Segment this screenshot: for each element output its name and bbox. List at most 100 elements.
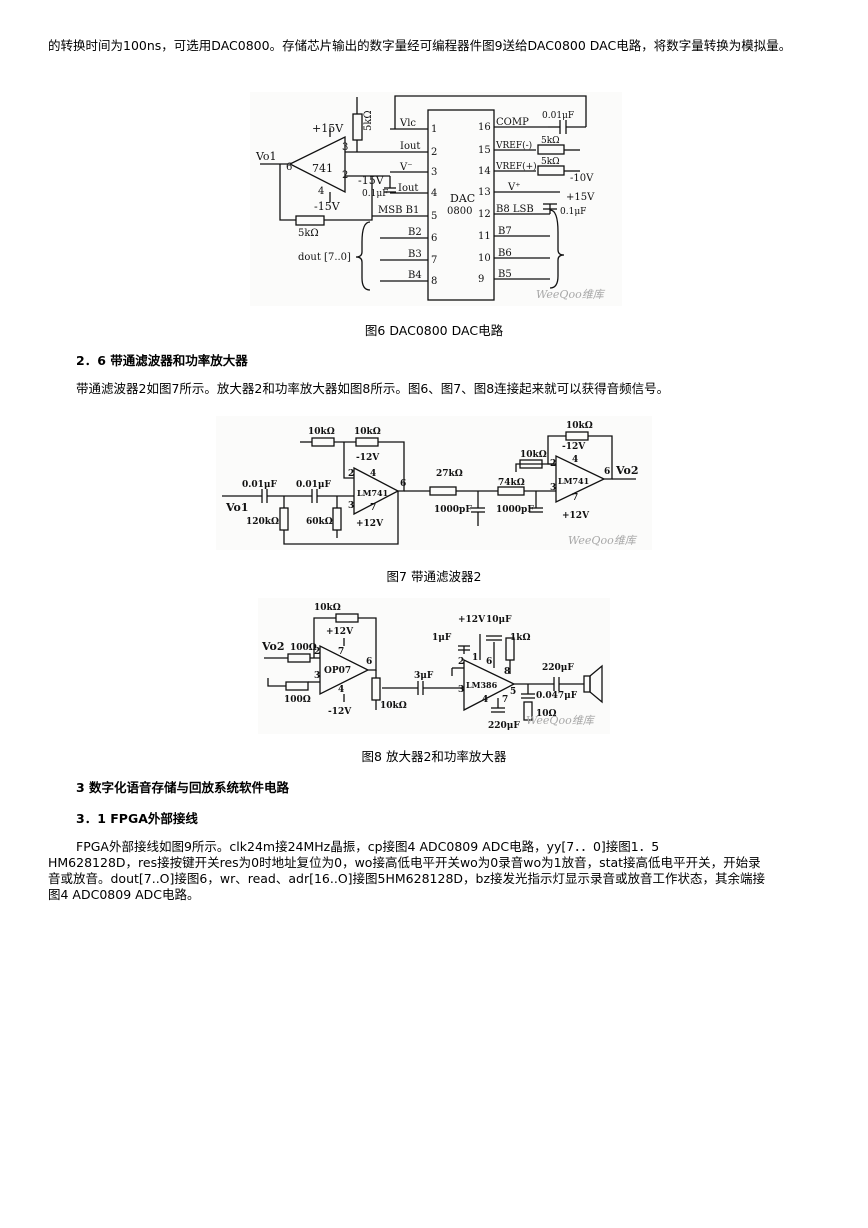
fig7-c1000-a: 1000pF bbox=[434, 505, 472, 515]
fig8-n6: 6 bbox=[366, 657, 372, 667]
fig7-r27k: 27kΩ bbox=[436, 469, 463, 479]
fig6-vplus: V⁺ bbox=[507, 182, 521, 193]
fig7-lm741-a: LM741 bbox=[357, 488, 388, 498]
fig8-n2: 2 bbox=[314, 647, 320, 657]
fig8-r10k-pot: 10kΩ bbox=[380, 701, 407, 711]
fig8-m8: 8 bbox=[504, 667, 510, 677]
fig7-r10k-a: 10kΩ bbox=[308, 427, 335, 437]
dac-right-pin-number: 11 bbox=[478, 231, 491, 242]
fig8-r1k: 1kΩ bbox=[510, 633, 531, 643]
fig7-p12v-a: +12V bbox=[356, 519, 384, 529]
fig8-c220u-a: 220μF bbox=[542, 663, 574, 673]
fig8-op07: OP07 bbox=[324, 666, 351, 676]
intro-paragraph: 的转换时间为100ns，可选用DAC0800。存储芯片输出的数字量经可编程器件图… bbox=[48, 38, 792, 53]
fig6-minus15v-mid: -15V bbox=[358, 174, 385, 187]
fig8-m2: 2 bbox=[458, 657, 464, 667]
fig7-n6b: 6 bbox=[604, 467, 610, 477]
dac-right-pin-number: 9 bbox=[478, 274, 484, 285]
fig8-r100-b: 100Ω bbox=[284, 695, 311, 705]
fig6-iout: Iout bbox=[400, 141, 420, 152]
fig8-r100-a: 100Ω bbox=[290, 643, 317, 653]
dac-left-pin-number: 2 bbox=[431, 147, 437, 158]
fig7-n4a: 4 bbox=[370, 469, 376, 479]
fig8-m1: 1 bbox=[472, 653, 478, 663]
fig7-vo1: Vo1 bbox=[225, 501, 249, 514]
fig6-pin4: 4 bbox=[318, 186, 324, 197]
bandpass-schematic: 10kΩ 10kΩ -12V 0.01μF 0.01μF Vo1 120kΩ 6… bbox=[222, 421, 639, 547]
fig7-c1000-b: 1000pF bbox=[496, 505, 534, 515]
fig7-r60k: 60kΩ bbox=[306, 517, 333, 527]
fig8-c220u-b: 220μF bbox=[488, 721, 520, 731]
section-2-6-paragraph: 带通滤波器2如图7所示。放大器2和功率放大器如图8所示。图6、图7、图8连接起来… bbox=[76, 381, 670, 396]
dac-left-pin-number: 1 bbox=[431, 124, 437, 135]
dac-right-pin-number: 15 bbox=[478, 145, 491, 156]
fig8-n4: 4 bbox=[338, 685, 344, 695]
dac0800-chip bbox=[427, 109, 495, 301]
fig7-lm741-b: LM741 bbox=[558, 476, 589, 486]
figure-6-dac-circuit: Vo1 +15V 5kΩ 741 6 3 2 4 -15V -15V 0.1μF… bbox=[250, 92, 622, 306]
section-3-1-line-1: FPGA外部接线如图9所示。clk24m接24MHz晶振，cp接图4 ADC08… bbox=[76, 839, 660, 854]
fig6-res-5k-r1: 5kΩ bbox=[541, 136, 560, 146]
dac-right-pin-number: 12 bbox=[478, 209, 491, 220]
fig6-cap-01-r: 0.1μF bbox=[560, 207, 586, 217]
fig6-cap-01: 0.1μF bbox=[362, 189, 388, 199]
fig7-c001-b: 0.01μF bbox=[296, 480, 332, 490]
fig6-plus15v: +15V bbox=[312, 122, 344, 135]
section-3-1-line-3: 音或放音。dout[7..O]接图6，wr、read、adr[16..O]接图5… bbox=[48, 871, 766, 886]
fig7-r10k-c: 10kΩ bbox=[520, 450, 547, 460]
fig7-n2a: 2 bbox=[348, 469, 354, 479]
fig8-r10: 10Ω bbox=[536, 709, 557, 719]
dac-left-pin-number: 7 bbox=[431, 255, 437, 266]
fig6-pin6: 6 bbox=[286, 162, 292, 173]
fig8-lm386: LM386 bbox=[466, 680, 498, 690]
fig7-m12v-a: -12V bbox=[356, 453, 380, 463]
dac-left-pin-number: 8 bbox=[431, 276, 437, 287]
dac-left-pin-number: 5 bbox=[431, 211, 437, 222]
fig7-n6a: 6 bbox=[400, 479, 406, 489]
dac-left-pin-number: 6 bbox=[431, 233, 437, 244]
fig7-c001-a: 0.01μF bbox=[242, 480, 278, 490]
fig7-p12v-b: +12V bbox=[562, 511, 590, 521]
fig6-dac: DAC bbox=[450, 192, 475, 205]
fig7-n7b: 7 bbox=[572, 493, 578, 503]
fig7-watermark: WeeQoo维库 bbox=[568, 534, 638, 547]
fig6-cap-001: 0.01μF bbox=[542, 111, 574, 121]
fig7-n4b: 4 bbox=[572, 455, 578, 465]
fig8-c1u: 1μF bbox=[432, 633, 452, 643]
fig6-b4: B4 bbox=[408, 270, 422, 281]
fig8-c3u: 3μF bbox=[414, 671, 434, 681]
figure-7-caption: 图7 带通滤波器2 bbox=[386, 569, 482, 584]
fig6-b6: B6 bbox=[498, 248, 512, 259]
fig8-m4: 4 bbox=[482, 695, 488, 705]
fig8-p12v-b: +12V bbox=[458, 615, 486, 625]
fig7-n3b: 3 bbox=[550, 483, 556, 493]
fig7-n2b: 2 bbox=[550, 459, 556, 469]
section-3-heading: 3 数字化语音存储与回放系统软件电路 bbox=[76, 780, 290, 795]
fig6-iout-bar: Iout bbox=[398, 183, 418, 194]
fig6-b2: B2 bbox=[408, 227, 422, 238]
fig6-vref-minus: VREF(-) bbox=[495, 140, 532, 151]
fig6-dout: dout [7..0] bbox=[298, 252, 351, 263]
fig6-dac-num: 0800 bbox=[447, 206, 472, 217]
fig6-res-5k-fb: 5kΩ bbox=[298, 228, 319, 239]
fig6-p15v-r: +15V bbox=[566, 192, 595, 203]
fig6-pin3: 3 bbox=[342, 142, 348, 153]
amplifier-schematic: 10kΩ +12V Vo2 100Ω 100Ω OP07 -12V 10kΩ 3… bbox=[261, 603, 603, 731]
dac-left-pin-number: 3 bbox=[431, 167, 437, 178]
fig6-b3: B3 bbox=[408, 249, 422, 260]
section-3-1-line-2: HM628128D，res接按键开关res为0时地址复位为0，wo接高低电平开关… bbox=[48, 855, 761, 870]
fig6-op741: 741 bbox=[312, 162, 333, 175]
fig8-watermark: WeeQoo维库 bbox=[526, 714, 596, 727]
fig6-vo1: Vo1 bbox=[255, 150, 277, 163]
fig7-n3a: 3 bbox=[348, 501, 354, 511]
fig6-b8: B8 LSB bbox=[496, 204, 534, 215]
fig8-m6: 6 bbox=[486, 657, 492, 667]
fig6-vminus: V⁻ bbox=[399, 162, 413, 173]
fig6-res-5k-top: 5kΩ bbox=[363, 110, 374, 131]
fig7-vo2: Vo2 bbox=[615, 464, 639, 477]
fig6-v10: -10V bbox=[570, 173, 594, 184]
figure-7-bandpass-filter: 10kΩ 10kΩ -12V 0.01μF 0.01μF Vo1 120kΩ 6… bbox=[216, 416, 652, 550]
fig7-r10k-b: 10kΩ bbox=[354, 427, 381, 437]
